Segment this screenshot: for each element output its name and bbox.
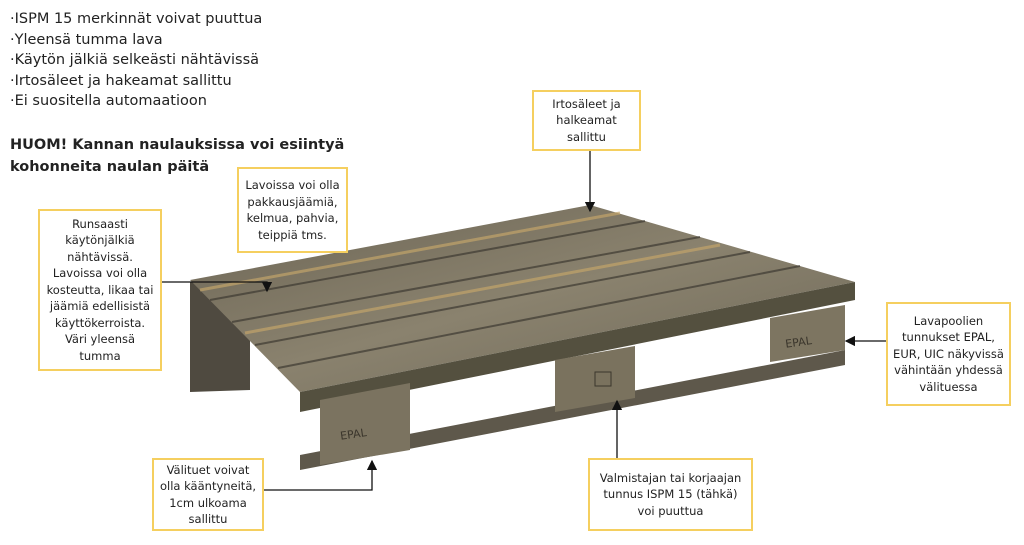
bullet-item: ·Irtosäleet ja hakeamat sallittu — [10, 72, 232, 89]
bullet-item: ·Yleensä tumma lava — [10, 31, 163, 48]
property-list: ·ISPM 15 merkinnät voivat puuttua ·Yleen… — [10, 9, 262, 112]
bullet-item: ·ISPM 15 merkinnät voivat puuttua — [10, 11, 263, 27]
pallet-front-board — [300, 282, 855, 412]
bullet-item: ·Käytön jälkiä selkeästi nähtävissä — [10, 52, 260, 68]
callout-wear: Runsaasti käytönjälkiä nähtävissä. Lavoi… — [38, 209, 162, 371]
callout-blocks: Välituet voivat olla kääntyneitä, 1cm ul… — [152, 458, 264, 531]
callout-residue: Lavoissa voi olla pakkausjäämiä, kelmua,… — [237, 167, 348, 253]
pallet-block-right — [770, 305, 845, 362]
callout-loose-slats: Irtosäleet ja halkeamat sallittu — [532, 90, 641, 151]
ispm-mark — [594, 371, 612, 387]
epal-mark: EPAL — [784, 334, 813, 351]
callout-pool-marks: Lavapoolien tunnukset EPAL, EUR, UIC näk… — [886, 302, 1011, 406]
bullet-item: ·Ei suositella automaatioon — [10, 93, 207, 109]
pallet-block-left — [320, 383, 410, 465]
arrow-blocks — [263, 459, 378, 491]
warning-note: HUOM! Kannan naulauksissa voi esiintyä k… — [10, 137, 345, 175]
epal-mark: EPAL — [339, 426, 368, 443]
pallet-bottom-board — [300, 350, 845, 470]
arrow-wear — [162, 281, 273, 293]
callout-manufacturer: Valmistajan tai korjaajan tunnus ISPM 15… — [588, 458, 753, 531]
